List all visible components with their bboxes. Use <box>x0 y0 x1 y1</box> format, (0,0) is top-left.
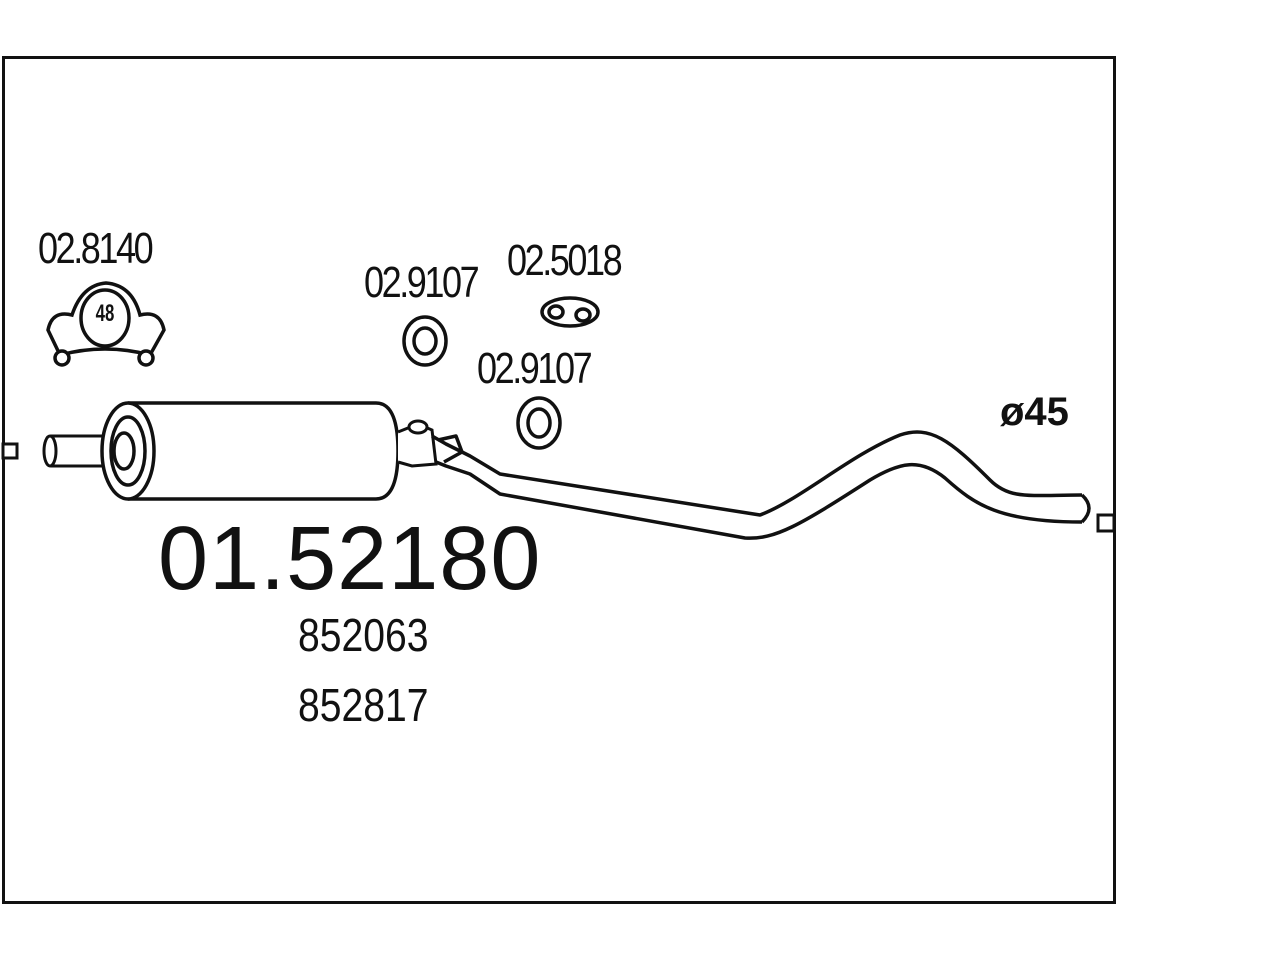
rubber-mount-icon <box>540 296 600 328</box>
pipe-diameter-label: ø45 <box>1000 390 1069 434</box>
accessory-part-ring-lower: 02.9107 <box>477 344 593 393</box>
oem-number-1: 852063 <box>298 609 429 661</box>
muffler-outlet <box>397 419 438 468</box>
inlet-pipe <box>42 434 114 468</box>
accessory-part-clamp: 02.8140 <box>38 224 154 273</box>
muffler <box>100 401 400 501</box>
exhaust-clamp-icon <box>46 281 166 367</box>
accessory-part-ring-upper: 02.9107 <box>364 258 480 307</box>
drawing-frame <box>2 56 1116 904</box>
tail-pipe <box>431 430 1091 540</box>
clamp-size-label: 48 <box>95 300 115 327</box>
main-part-number: 01.52180 <box>158 509 542 609</box>
rubber-ring-icon <box>402 315 448 367</box>
rubber-ring-icon-2 <box>516 396 562 450</box>
inlet-connector <box>1 442 19 460</box>
outlet-connector <box>1096 513 1116 533</box>
oem-number-2: 852817 <box>298 679 429 731</box>
accessory-part-mount: 02.5018 <box>507 236 623 285</box>
